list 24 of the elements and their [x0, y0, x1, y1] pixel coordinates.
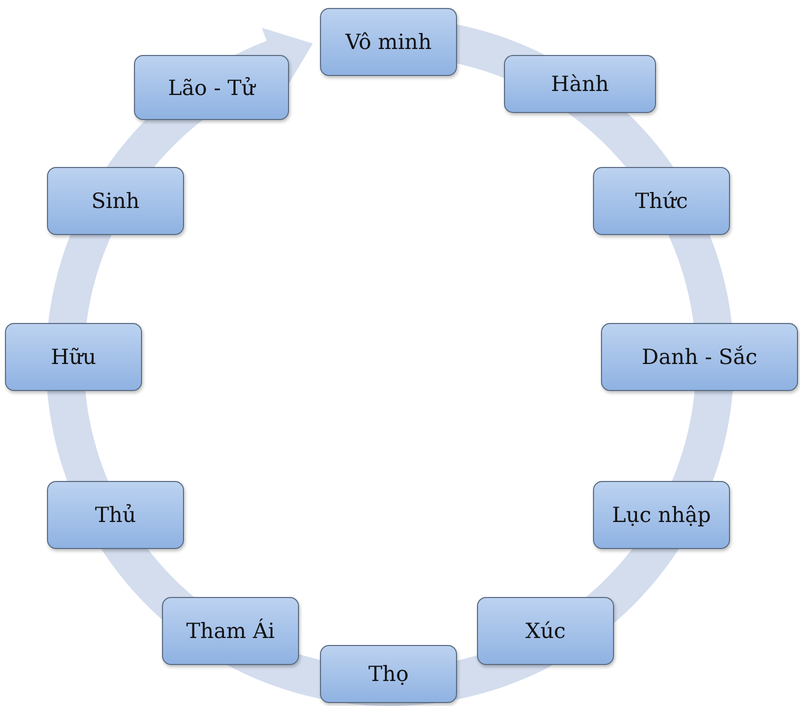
stage-label: Vô minh	[345, 30, 432, 54]
stage-label: Tham Ái	[186, 619, 275, 643]
stage-box	[320, 645, 457, 703]
stage-box	[593, 167, 730, 235]
stage-label: Hành	[551, 72, 609, 96]
stage-label: Hữu	[50, 345, 96, 369]
stage-box	[601, 323, 798, 391]
stage-label: Sinh	[91, 189, 140, 213]
stage-box	[320, 8, 457, 76]
stage-label: Xúc	[525, 619, 566, 643]
stage-label: Thức	[635, 189, 688, 213]
stage-label: Lão - Tử	[168, 76, 256, 100]
stage-label: Thủ	[94, 503, 136, 527]
stage-label: Danh - Sắc	[642, 345, 758, 369]
stage-box	[47, 167, 184, 235]
stage-label: Thọ	[368, 662, 409, 686]
stage-box	[47, 481, 184, 549]
stage-box	[504, 55, 656, 113]
stage-box	[593, 481, 730, 549]
stage-box	[134, 55, 289, 120]
stage-box	[477, 597, 614, 665]
stage-box	[162, 597, 299, 665]
stage-box	[5, 323, 142, 391]
stage-label: Lục nhập	[612, 503, 711, 527]
